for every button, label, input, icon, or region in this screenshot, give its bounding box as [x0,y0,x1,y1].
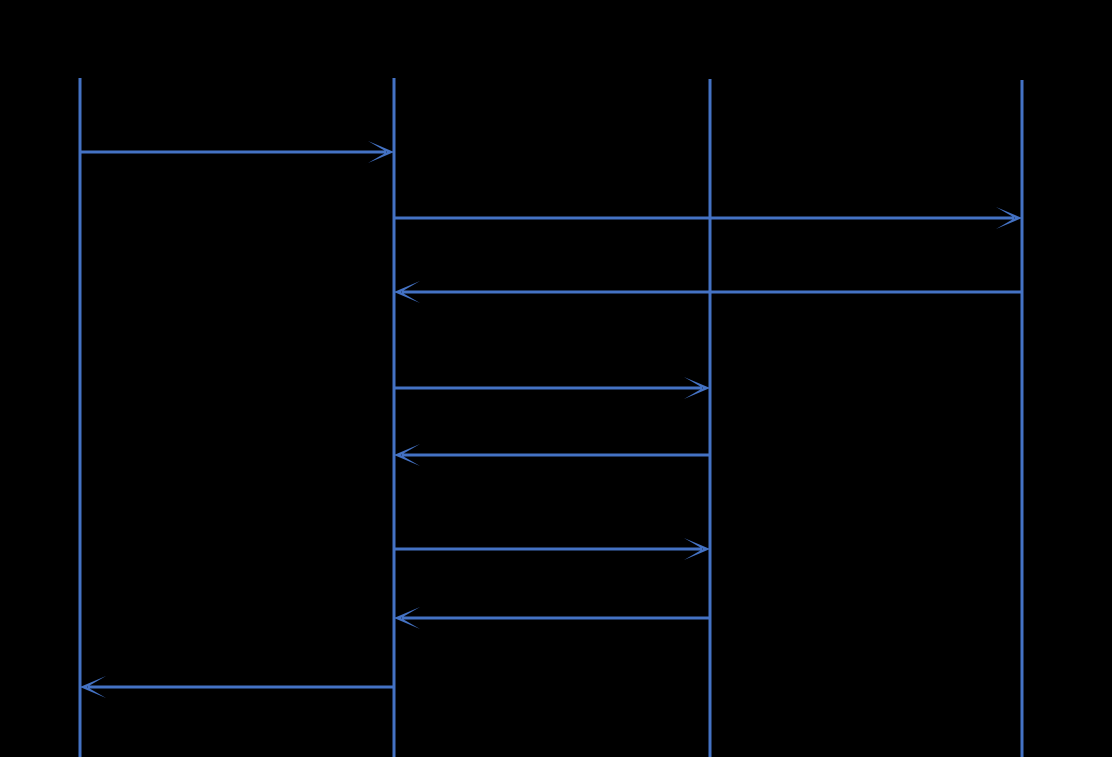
message-7-arrowhead-icon [394,607,420,629]
message-5 [394,444,710,466]
message-5-arrowhead-icon [394,444,420,466]
message-3 [394,281,1022,303]
message-6-arrowhead-icon [684,538,710,560]
message-3-arrowhead-icon [394,281,420,303]
message-4-arrowhead-icon [684,377,710,399]
message-1-arrowhead-icon [368,141,394,163]
message-6 [394,538,710,560]
message-7 [394,607,710,629]
message-2 [394,207,1022,229]
message-4 [394,377,710,399]
message-8-arrowhead-icon [80,676,106,698]
message-8 [80,676,394,698]
message-1 [80,141,394,163]
message-2-arrowhead-icon [996,207,1022,229]
